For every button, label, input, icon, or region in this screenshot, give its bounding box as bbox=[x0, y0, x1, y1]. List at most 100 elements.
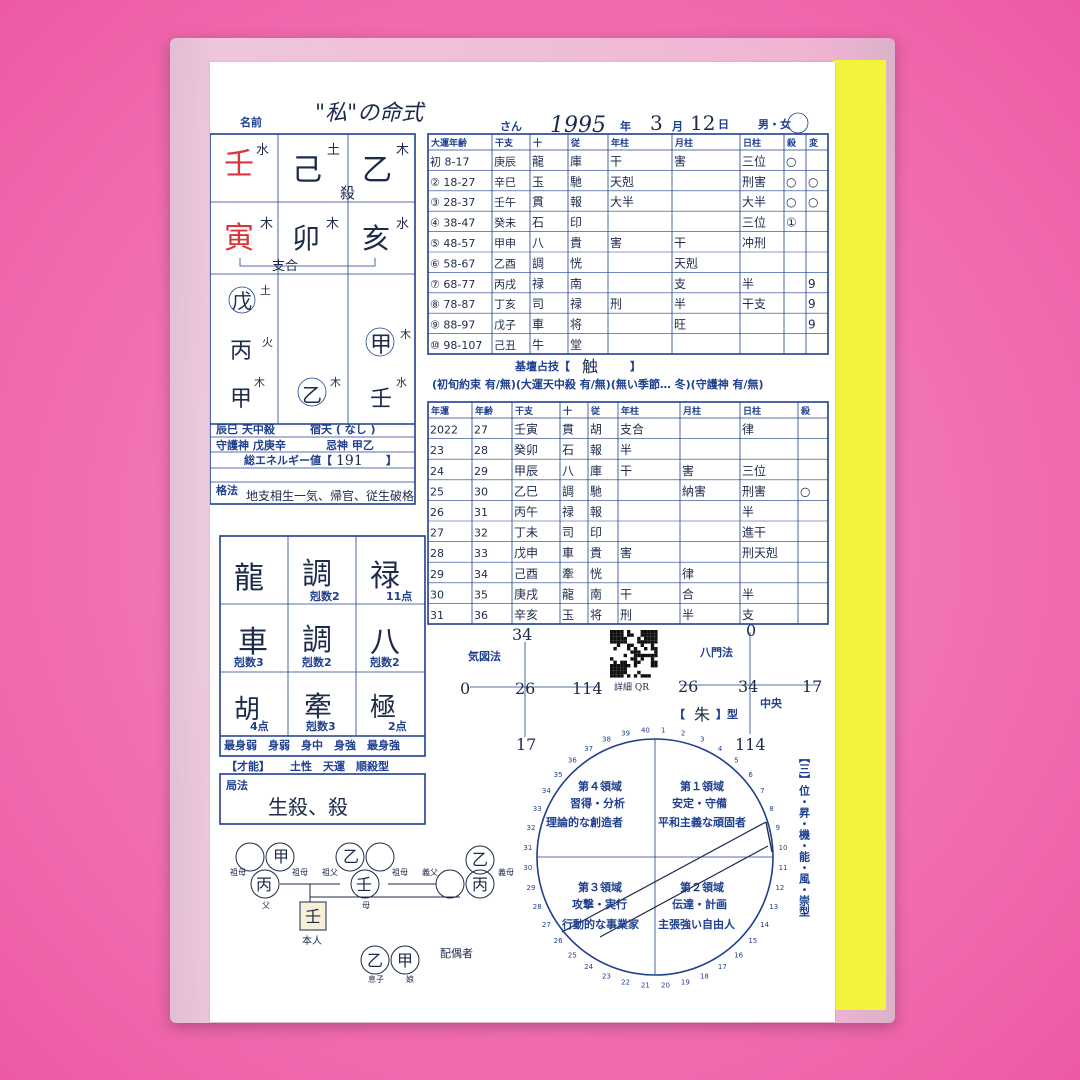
tick-19: 19 bbox=[681, 978, 690, 986]
saino-value: 土性 天運 順殺型 bbox=[290, 759, 389, 773]
day-branch: 寅 bbox=[224, 221, 254, 256]
taiun-header-6: 日柱 bbox=[743, 137, 761, 149]
nenun-header-0: 年運 bbox=[431, 405, 449, 417]
taiun-header-0: 大運年齢 bbox=[431, 137, 468, 149]
zokan-2b-elem: 木 bbox=[400, 328, 411, 341]
gender: 男・女 bbox=[758, 117, 791, 131]
nenun-cell-6-1: 33 bbox=[474, 547, 488, 560]
taiun-cell-9-2: 牛 bbox=[532, 337, 544, 352]
nenun-cell-7-6: 律 bbox=[682, 567, 694, 581]
zokan-3b-elem: 木 bbox=[330, 376, 341, 389]
svg-text:26: 26 bbox=[678, 677, 698, 696]
taiun-cell-5-0: ⑥ 58-67 bbox=[430, 257, 475, 270]
nenun-cell-2-3: 八 bbox=[562, 464, 574, 478]
nenun-cell-2-0: 24 bbox=[430, 465, 444, 478]
nenun-cell-5-1: 32 bbox=[474, 527, 488, 540]
svg-text:26: 26 bbox=[515, 679, 535, 698]
svg-text:禄: 禄 bbox=[370, 559, 400, 594]
zokan-3c: 壬 bbox=[370, 387, 392, 412]
svg-text:牽: 牽 bbox=[304, 690, 332, 723]
zokan-3a: 甲 bbox=[230, 387, 252, 412]
svg-text:11点: 11点 bbox=[386, 589, 412, 603]
year-branch: 亥 bbox=[362, 222, 390, 255]
svg-text:甲: 甲 bbox=[273, 847, 289, 866]
tick-32: 32 bbox=[527, 824, 536, 832]
nenun-cell-0-5: 支合 bbox=[620, 422, 644, 437]
tick-15: 15 bbox=[748, 937, 757, 945]
taiun-cell-6-8: 9 bbox=[808, 277, 816, 291]
svg-text:第２領域: 第２領域 bbox=[680, 880, 724, 894]
nenun-cell-4-0: 26 bbox=[430, 506, 444, 519]
svg-text:壬: 壬 bbox=[305, 907, 321, 926]
svg-text:攻撃・実行: 攻撃・実行 bbox=[572, 897, 627, 911]
nenun-cell-9-6: 半 bbox=[682, 608, 694, 622]
svg-text:理論的な創造者: 理論的な創造者 bbox=[546, 815, 623, 829]
taiun-cell-2-6: 大半 bbox=[742, 195, 766, 209]
nenun-header-3: 十 bbox=[563, 405, 572, 417]
nenun-cell-3-8: ○ bbox=[800, 484, 810, 498]
tick-21: 21 bbox=[641, 982, 650, 990]
nenun-cell-3-0: 25 bbox=[430, 485, 444, 498]
taiun-cell-7-6: 干支 bbox=[742, 297, 766, 311]
tick-6: 6 bbox=[748, 771, 753, 779]
nenun-cell-9-2: 辛亥 bbox=[514, 608, 538, 622]
taiun-cell-2-0: ③ 28-37 bbox=[430, 196, 475, 209]
zokan-2a: 丙 bbox=[230, 339, 252, 364]
taiun-cell-8-0: ⑨ 88-97 bbox=[430, 319, 475, 332]
nenun-cell-0-2: 壬寅 bbox=[514, 422, 538, 437]
tick-22: 22 bbox=[621, 978, 630, 986]
svg-text:配偶者: 配偶者 bbox=[440, 947, 473, 960]
nenun-cell-0-4: 胡 bbox=[590, 423, 602, 437]
zokan-1-elem: 土 bbox=[260, 284, 271, 297]
svg-text:行動的な事業家: 行動的な事業家 bbox=[561, 917, 640, 931]
yellow-divider bbox=[832, 60, 886, 1010]
svg-text:母: 母 bbox=[362, 901, 370, 910]
nenun-cell-5-0: 27 bbox=[430, 527, 444, 540]
nenun-cell-9-3: 玉 bbox=[562, 608, 574, 622]
taiun-cell-0-3: 庫 bbox=[570, 154, 582, 168]
taiun-cell-6-0: ⑦ 68-77 bbox=[430, 278, 475, 291]
energy-close: 】 bbox=[386, 454, 397, 467]
zokan-2a-elem: 火 bbox=[262, 336, 273, 349]
nenun-cell-3-2: 乙巳 bbox=[514, 484, 538, 498]
tick-8: 8 bbox=[769, 805, 773, 813]
taiun-cell-0-6: 三位 bbox=[742, 153, 766, 168]
taiun-cell-0-7: ○ bbox=[786, 154, 796, 168]
kihon-conditions: (初旬約束 有/無)(大運天中殺 有/無)(無い季節… 冬)(守護神 有/無) bbox=[432, 377, 764, 391]
kyokuhou-value: 生殺、殺 bbox=[268, 795, 348, 819]
nenun-cell-2-6: 害 bbox=[682, 463, 694, 478]
svg-text:丙: 丙 bbox=[256, 875, 272, 894]
taiun-cell-7-0: ⑧ 78-87 bbox=[430, 298, 475, 311]
svg-text:祖母: 祖母 bbox=[230, 867, 246, 877]
taiun-cell-1-8: ○ bbox=[808, 175, 818, 189]
family-tree bbox=[235, 842, 495, 975]
nenun-cell-4-3: 禄 bbox=[562, 504, 574, 519]
nenun-cell-9-1: 36 bbox=[474, 609, 488, 622]
tick-10: 10 bbox=[779, 844, 788, 852]
tick-23: 23 bbox=[602, 972, 611, 980]
taiun-cell-3-1: 癸未 bbox=[494, 216, 516, 230]
nenun-cell-1-5: 半 bbox=[620, 443, 632, 457]
tick-9: 9 bbox=[775, 824, 779, 832]
tick-37: 37 bbox=[584, 745, 593, 753]
svg-text:17: 17 bbox=[802, 677, 822, 696]
nenun-cell-9-0: 31 bbox=[430, 609, 444, 622]
nenun-cell-9-5: 刑 bbox=[620, 608, 632, 622]
svg-text:剋数3: 剋数3 bbox=[305, 719, 336, 733]
taiun-cell-3-3: 印 bbox=[570, 216, 582, 230]
shukuten: 宿天 ( なし ) bbox=[310, 422, 376, 436]
nenun-cell-0-7: 律 bbox=[742, 423, 754, 437]
taiun-cell-1-0: ② 18-27 bbox=[430, 176, 475, 189]
svg-text:中央: 中央 bbox=[760, 696, 783, 710]
taiun-cell-7-5: 半 bbox=[674, 297, 686, 311]
nenun-header-7: 日柱 bbox=[743, 405, 761, 417]
tick-24: 24 bbox=[584, 963, 593, 971]
taiun-header-5: 月柱 bbox=[674, 137, 693, 149]
tenchusatsu: 辰巳 天中殺 bbox=[216, 422, 276, 436]
svg-text:義父: 義父 bbox=[422, 867, 438, 877]
svg-text:平和主義な頑固者: 平和主義な頑固者 bbox=[658, 815, 746, 829]
taiun-cell-3-0: ④ 38-47 bbox=[430, 217, 475, 230]
tick-26: 26 bbox=[554, 937, 563, 945]
svg-text:極: 極 bbox=[370, 693, 396, 723]
